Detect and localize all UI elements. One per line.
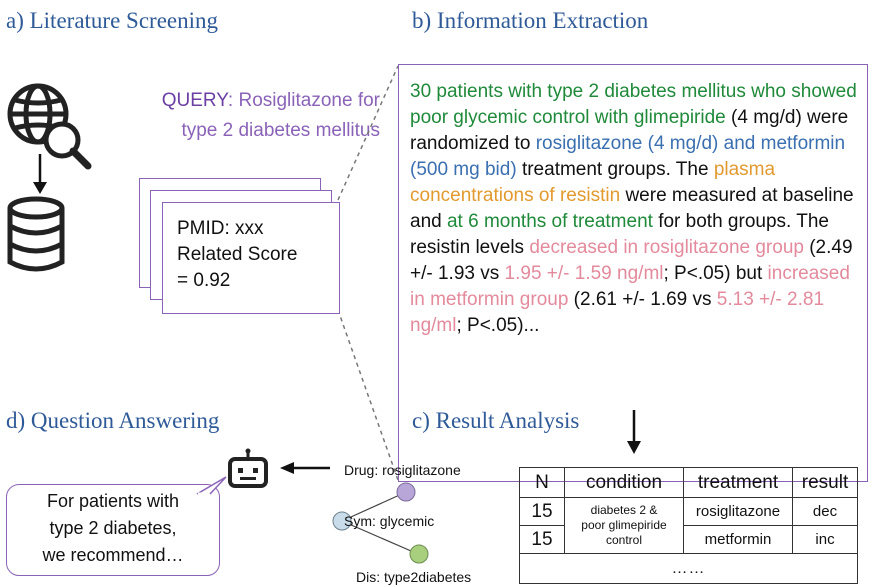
abstract-segment: rosiglitazone (4 mg/d) and metformin (50… [410,133,846,180]
table-ellipsis: …… [519,553,858,584]
header-treatment: treatment [683,467,793,498]
answer-line2: type 2 diabetes, [49,518,177,538]
header-n: N [519,467,565,498]
condition-line: poor glimepiride [581,518,667,532]
row2-result: inc [792,525,858,554]
abstract-segment: plasma concentrations of resistin [410,159,776,206]
kg-dis-label: Dis: type2diabetes [356,569,472,585]
abstract-segment: (2.49 +/- 1.93 vs [410,237,853,284]
title-question-answering: d) Question Answering [6,408,220,433]
abstract-segment: were measured at baseline and [410,185,854,232]
table-row: 15 metformin inc [519,525,858,554]
header-result: result [792,467,858,498]
left-arrow-icon [280,462,330,474]
card-score-label: Related Score [177,244,298,265]
row1-result: dec [792,497,858,526]
paper-card-text: PMID: xxx Related Score = 0.92 [177,216,342,294]
result-table: N condition treatment result 15 diabetes… [519,467,858,584]
abstract-segment: ; P<.05)... [456,315,540,336]
query-text: QUERY: Rosiglitazone for type 2 diabetes… [108,86,380,146]
table-row: 15 diabetes 2 & poor glimepiride control… [519,497,858,554]
condition-line: diabetes 2 & [590,503,658,517]
abstract-segment: 5.13 +/- 2.81 ng/ml [410,289,825,336]
answer-bubble-tail [196,476,227,496]
abstract-text: 30 patients with type 2 diabetes mellitu… [410,79,862,339]
title-result-analysis: c) Result Analysis [412,408,580,433]
abstract-segment: decreased in rosiglitazone group [529,237,804,258]
title-information-extraction: b) Information Extraction [412,8,649,33]
answer-line3: we recommend… [42,545,184,565]
abstract-segment: treatment groups. The [516,159,714,180]
query-line2: type 2 diabetes mellitus [181,120,380,141]
kg-drug-label: Drug: rosiglitazone [344,462,461,478]
row1-n: 15 [519,497,565,526]
condition-line: control [605,533,643,547]
abstract-segment: 1.95 +/- 1.59 ng/ml [504,263,664,284]
answer-line1: For patients with [46,491,180,511]
abstract-segment: increased in metformin group [410,263,850,310]
globe-search-icon [7,83,92,170]
abstract-box: 30 patients with type 2 diabetes mellitu… [398,64,868,482]
disease-node [409,544,429,564]
down-arrow-icon [627,410,641,454]
symptom-node [332,511,352,531]
table-row: …… [519,553,858,584]
abstract-segment: ; P<.05) but [663,263,768,284]
row1-condition: diabetes 2 & poor glimepiride control [564,497,684,554]
knowledge-graph [332,482,429,564]
title-literature-screening: a) Literature Screening [6,8,218,33]
abstract-segment: 30 patients with type 2 diabetes mellitu… [410,81,857,128]
query-line1: : Rosiglitazone for [227,90,380,111]
abstract-segment: at 6 months of treatment [446,211,653,232]
header-condition: condition [564,467,684,498]
database-icon [7,196,65,272]
abstract-segment: (2.61 +/- 1.69 vs [568,289,717,310]
query-keyword: QUERY [161,90,228,111]
row2-n: 15 [519,525,565,554]
abstract-segment: for both groups. The resistin levels [410,211,829,258]
robot-icon [228,448,268,488]
drug-node [396,482,416,502]
paper-card-front [162,202,340,314]
kg-sym-label: Sym: glycemic [344,513,435,529]
card-score-value: = 0.92 [177,270,231,291]
row1-treatment: rosiglitazone [683,497,793,526]
down-arrow-icon [33,154,47,194]
row2-treatment: metformin [683,525,793,554]
card-pmid: PMID: xxx [177,218,264,239]
abstract-segment: (4 mg/d) were randomized to [410,107,849,154]
answer-bubble: For patients with type 2 diabetes, we re… [6,484,220,576]
table-header-row: N condition treatment result [519,467,858,498]
